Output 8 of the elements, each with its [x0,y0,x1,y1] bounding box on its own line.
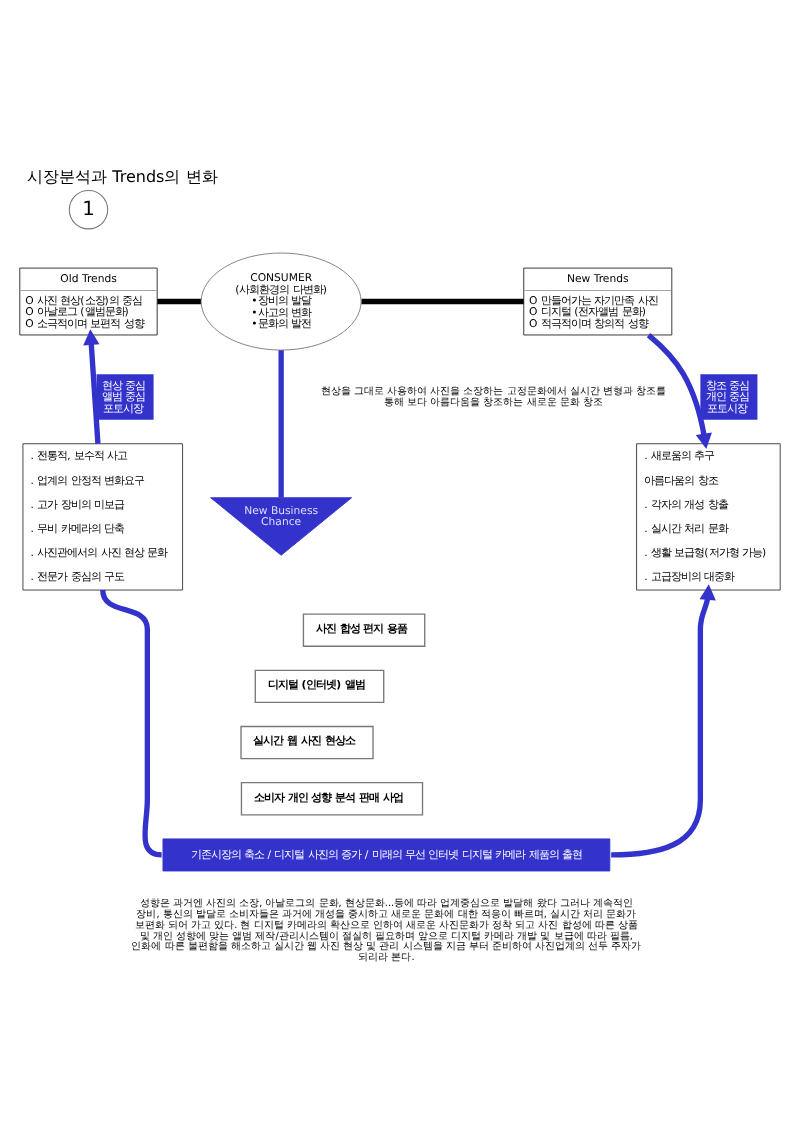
node-circle: 1 [68,189,109,229]
arrow [83,328,101,443]
arrow [611,583,716,857]
connector [278,349,284,497]
connector [100,588,162,857]
connector [157,297,201,304]
arrow [646,332,712,449]
connector [361,297,524,304]
